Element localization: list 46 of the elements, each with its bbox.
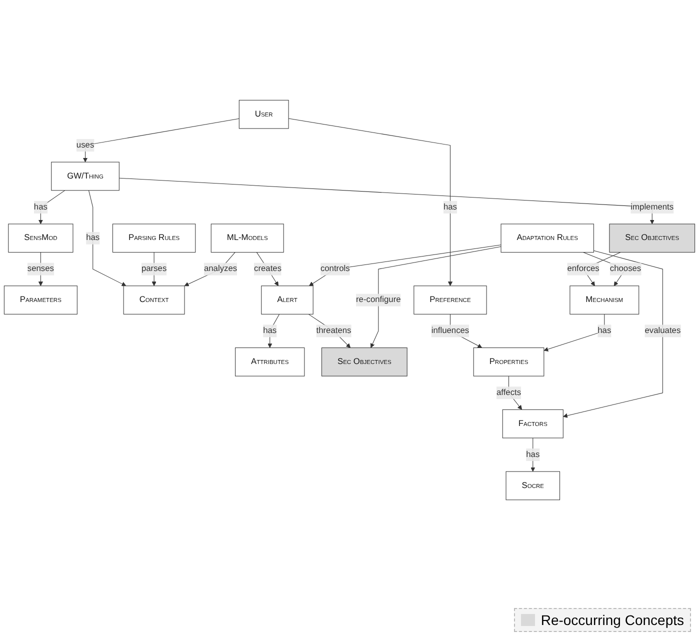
node-box: Preference: [414, 286, 487, 314]
edge-label: senses: [27, 264, 54, 274]
edge-label: has: [526, 450, 540, 459]
arrow: [268, 314, 280, 348]
edge-label: evaluates: [644, 326, 681, 336]
node-box: Parameters: [4, 286, 78, 314]
node-box: SensMod: [8, 224, 74, 253]
edge-label: implements: [630, 202, 674, 212]
node-box: Sec Objectives: [321, 347, 408, 376]
edge-label: influences: [431, 326, 470, 336]
edge-label: analyzes: [204, 264, 238, 274]
edge-label: chooses: [610, 264, 642, 274]
edge-label: parses: [141, 264, 167, 274]
arrow: [88, 190, 126, 286]
node-box: Sec Objectives: [609, 224, 696, 253]
node-box: Mechanism: [570, 286, 640, 314]
node-box: Socre: [506, 471, 560, 500]
arrow: [38, 190, 66, 224]
node-box: Alert: [261, 286, 314, 314]
edge-label: has: [443, 202, 457, 212]
edge-label: has: [263, 326, 277, 336]
edge-label: controls: [320, 264, 350, 274]
legend-label: Re-occurring Concepts: [540, 612, 684, 628]
node-box: Properties: [473, 347, 544, 376]
arrow: [82, 118, 240, 162]
edge-label: has: [34, 202, 48, 212]
node-box: Attributes: [235, 347, 305, 376]
node-box: Parsing Rules: [112, 224, 196, 253]
edge-label: uses: [76, 140, 94, 150]
node-box: Context: [123, 286, 185, 314]
edge-label: re-configure: [356, 295, 401, 304]
node-box: User: [238, 100, 289, 129]
node-box: Adaptation Rules: [500, 224, 594, 253]
node-box: GW/Thing: [51, 162, 120, 191]
edge-label: threatens: [316, 326, 352, 336]
edge-label: affects: [496, 388, 522, 398]
arrow: [308, 244, 502, 286]
node-box: Factors: [502, 409, 564, 438]
node-box: ML-Models: [210, 224, 284, 253]
edge-label: creates: [254, 264, 282, 274]
arrow: [288, 118, 453, 286]
arrow: [118, 178, 654, 224]
edge-label: enforces: [567, 264, 600, 274]
arrow: [544, 314, 605, 352]
edge-label: has: [598, 326, 612, 336]
edge-label: has: [86, 233, 100, 242]
